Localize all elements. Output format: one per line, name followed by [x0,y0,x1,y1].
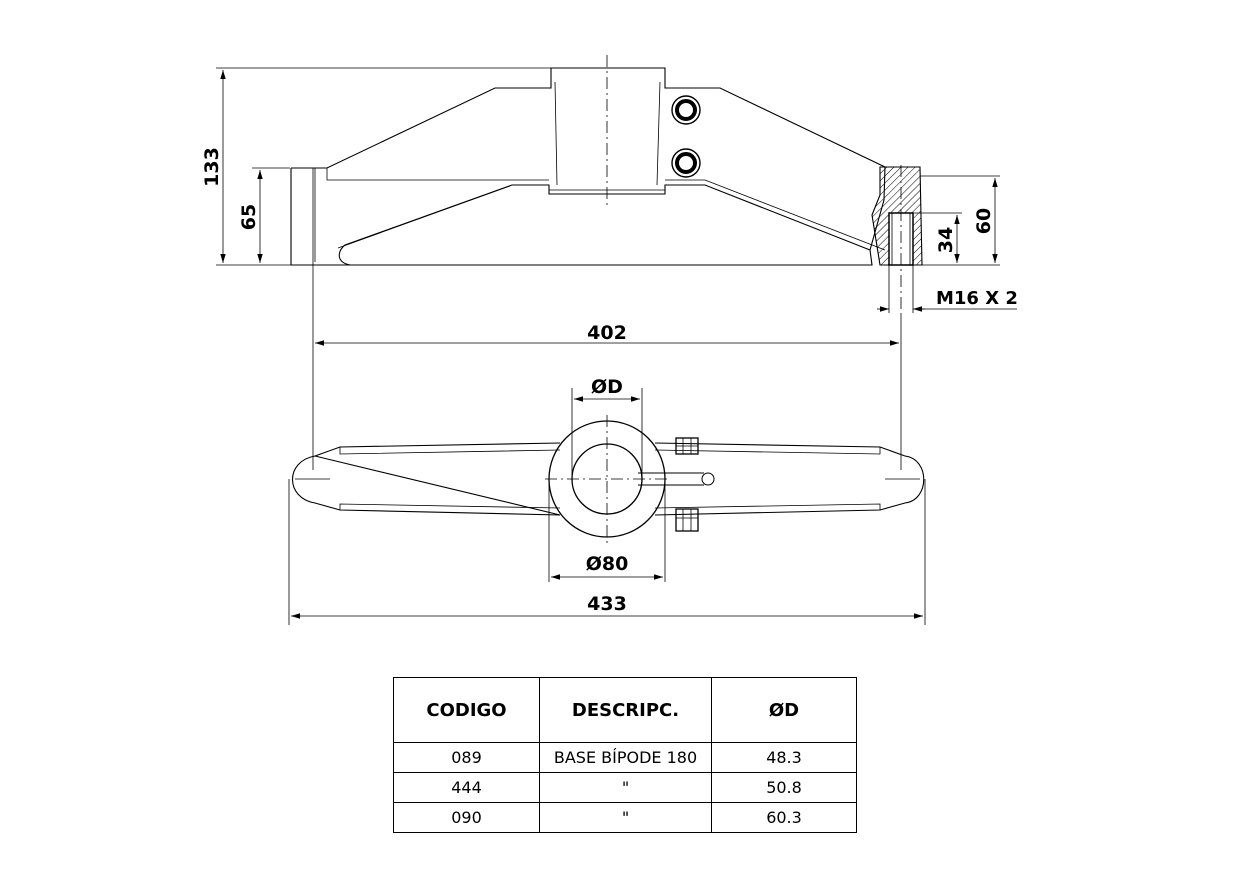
cell-od: 50.8 [711,772,857,803]
arm-outline [291,442,925,516]
dim-402: 402 [587,322,627,344]
dim-433-lines [288,479,926,625]
cell-codigo: 090 [393,802,540,833]
nut-bottom [675,508,699,532]
header-od: ØD [711,677,857,743]
table-row: 089 BASE BÍPODE 180 48.3 [393,742,857,773]
dim-60: 60 [973,208,995,234]
dim-80: Ø80 [586,553,629,575]
cell-codigo: 089 [393,742,540,773]
cell-descripc: " [539,802,712,833]
nut-top [675,437,699,455]
dim-od-lines [571,388,643,479]
dim-80-lines [548,479,666,582]
cell-od: 60.3 [711,802,857,833]
spec-table: CODIGO DESCRIPC. ØD 089 BASE BÍPODE 180 … [393,677,857,833]
top-view [291,415,925,545]
foot-section [871,165,923,315]
dim-402-lines [312,168,902,470]
dim-thread: M16 X 2 [936,288,1018,309]
dim-133: 133 [201,147,223,187]
dim-65: 65 [238,204,260,230]
side-view [216,55,1017,315]
cell-codigo: 444 [393,772,540,803]
header-codigo: CODIGO [393,677,540,743]
header-descripc: DESCRIPC. [539,677,712,743]
table-row: 444 " 50.8 [393,772,857,803]
bolt-bottom [671,148,701,178]
dim-od: ØD [591,376,623,398]
dim-433: 433 [587,593,627,615]
cell-descripc: " [539,772,712,803]
dim-34: 34 [935,227,957,253]
bolt-top [671,95,701,125]
base-body-outline [291,67,886,266]
cell-od: 48.3 [711,742,857,773]
table-row: 090 " 60.3 [393,802,857,833]
cell-descripc: BASE BÍPODE 180 [539,742,712,773]
table-header-row: CODIGO DESCRIPC. ØD [393,677,857,743]
